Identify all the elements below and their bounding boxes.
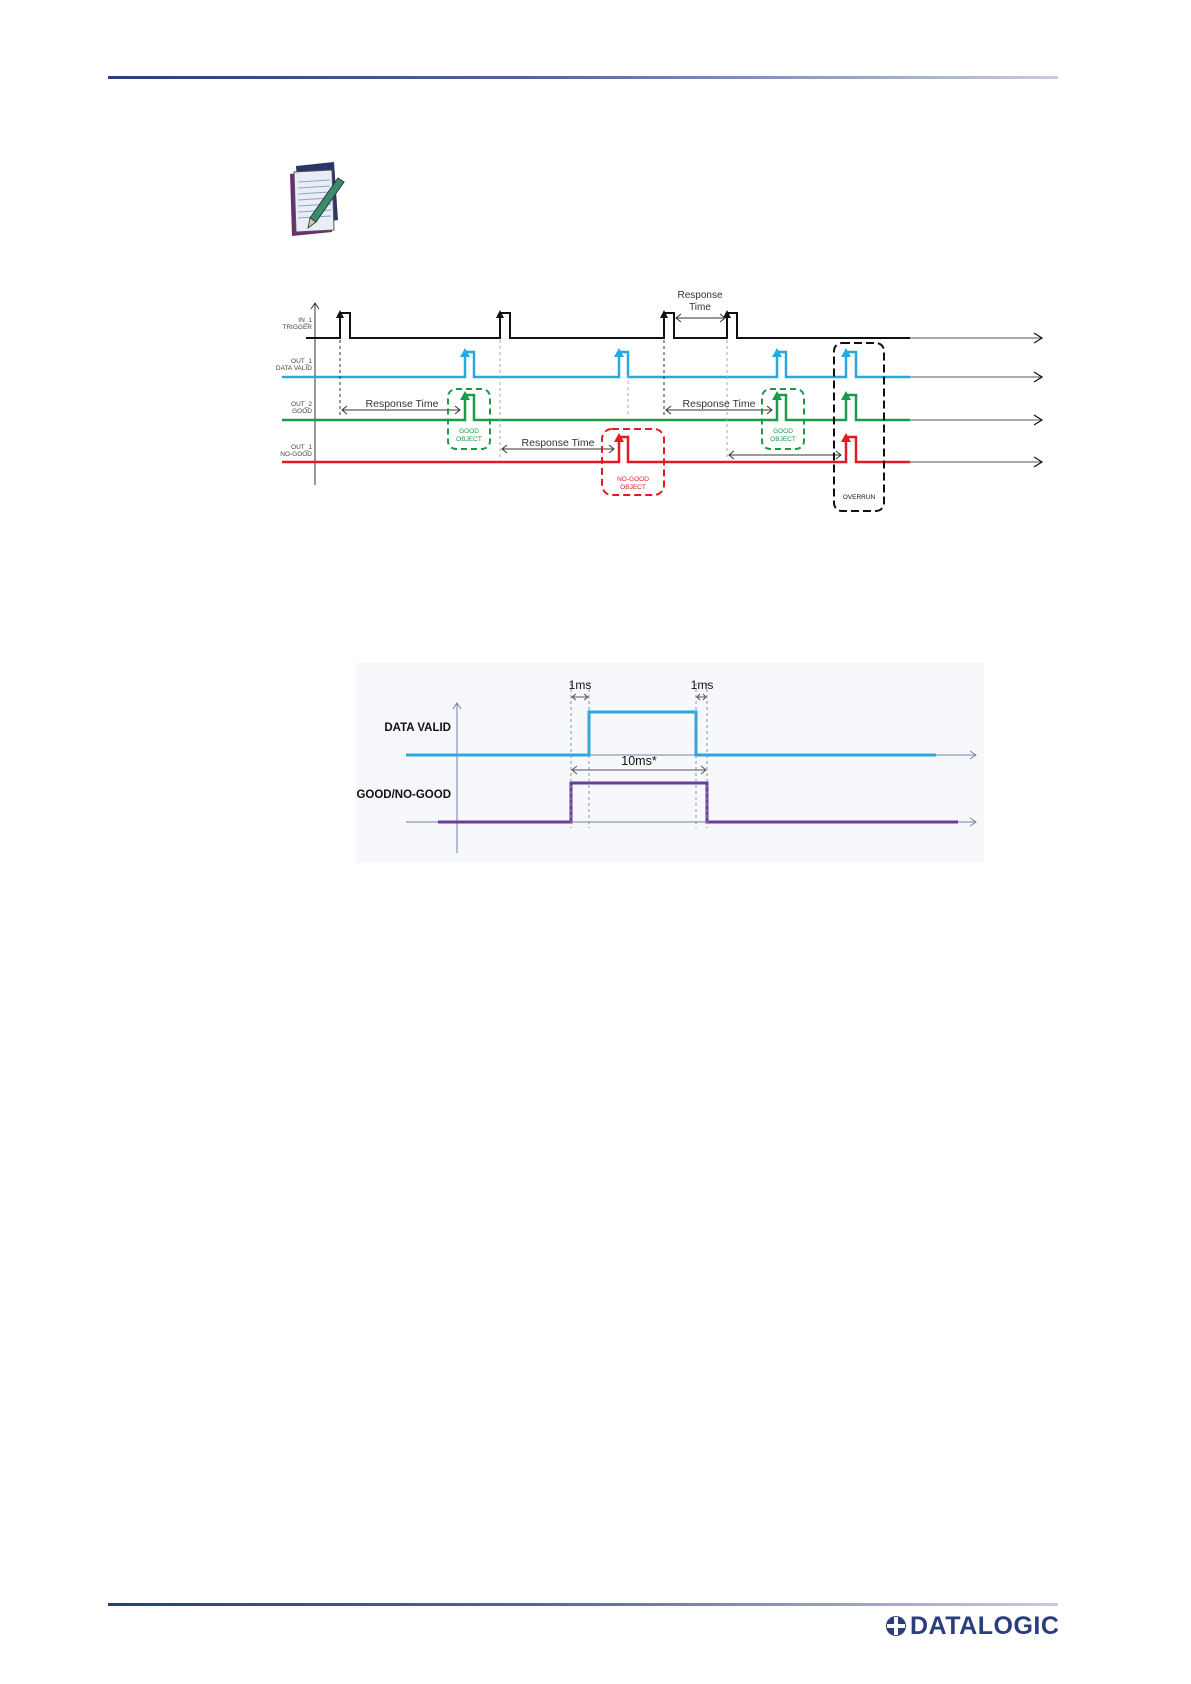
data-valid-label-2: DATA VALID [276,365,312,372]
good-object-text-2a: GOOD [773,428,793,435]
timing-diagram: IN_1 TRIGGER OUT_1 DATA VALID OUT_2 GOOD… [262,285,1062,515]
response-time-label-1: Response Time [366,398,439,410]
overrun-text: OVERRUN [843,494,876,501]
data-valid-row-label: DATA VALID [384,722,451,734]
good-label-2: GOOD [292,408,312,415]
good-no-good-row-label: GOOD/NO-GOOD [356,789,451,801]
header-rule [108,76,1058,79]
trigger-label-1: IN_1 [298,317,312,324]
trigger-label-2: TRIGGER [282,324,312,331]
good-object-text-2b: OBJECT [770,436,796,443]
data-valid-label-1: OUT_1 [291,358,312,365]
response-time-label-2: Response Time [522,437,595,449]
response-time-top-1: Response [677,290,722,301]
note-icon [286,160,346,236]
t1-label: 1ms [569,678,592,692]
response-time-label-3: Response Time [683,398,756,410]
good-label-1: OUT_2 [291,401,312,408]
response-time-top-2: Time [689,302,711,313]
no-good-label-1: OUT_1 [291,444,312,451]
good-object-text-1b: OBJECT [456,436,482,443]
brand-logo-text: DATALOGIC [910,1612,1059,1641]
no-good-object-text-b: OBJECT [620,484,646,491]
output-timing-diagram: DATA VALID GOOD/NO-GOOD 1ms 1ms 10ms* [338,663,984,863]
trigger-signal [306,313,910,338]
data-valid-signal [282,352,910,377]
no-good-label-2: NO-GOOD [280,451,312,458]
good-object-text-1a: GOOD [459,428,479,435]
footer-rule [108,1603,1058,1606]
width-label: 10ms* [621,754,657,768]
t2-label: 1ms [691,678,714,692]
overrun-box [834,343,884,511]
no-good-object-text-a: NO-GOOD [617,476,649,483]
datalogic-logo-icon [884,1614,908,1638]
